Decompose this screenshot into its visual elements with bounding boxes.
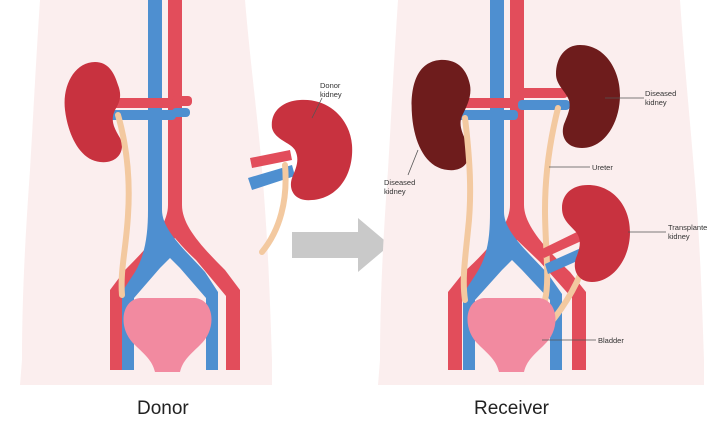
bladder-label: Bladder — [598, 336, 624, 345]
receiver-renal-vein-right — [518, 100, 570, 110]
donor-panel — [20, 0, 272, 385]
diseased-kidney-right-label-line1: Diseased — [645, 89, 676, 98]
transplanted-kidney-label-line1: Transplante — [668, 223, 707, 232]
donor-renal-artery-right — [172, 96, 192, 106]
donor-kidney-label-line2: kidney — [320, 90, 342, 99]
receiver-panel: Diseased kidney Diseased kidney Ureter T… — [378, 0, 707, 385]
diseased-kidney-left-label-line2: kidney — [384, 187, 406, 196]
donor-caption: Donor — [137, 398, 189, 420]
transplanted-kidney-label-line2: kidney — [668, 232, 690, 241]
transfer-arrow — [292, 218, 390, 272]
receiver-renal-artery-right — [518, 88, 568, 98]
receiver-caption: Receiver — [474, 398, 549, 420]
diseased-kidney-left-label-line1: Diseased — [384, 178, 415, 187]
donor-kidney-label-line1: Donor — [320, 81, 341, 90]
donor-renal-vein-right — [172, 108, 190, 117]
ureter-label: Ureter — [592, 163, 613, 172]
diseased-kidney-right-label-line2: kidney — [645, 98, 667, 107]
